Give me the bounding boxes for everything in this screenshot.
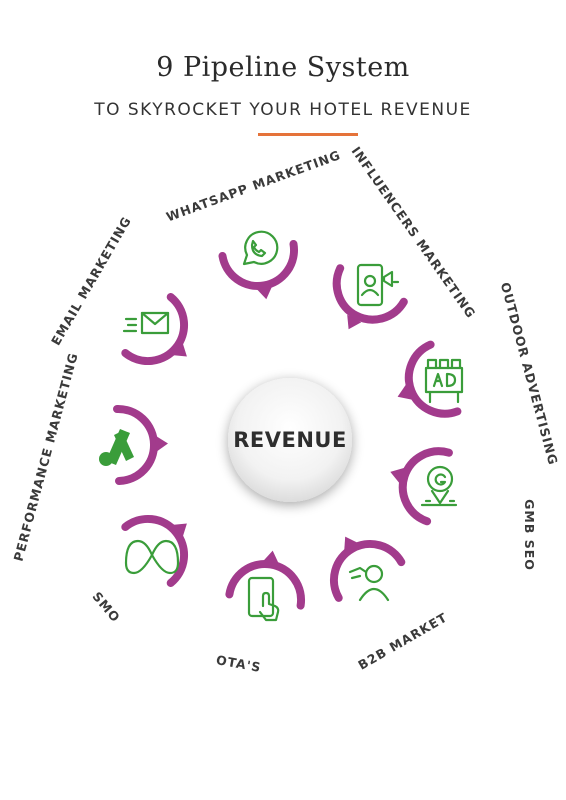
pipeline-arc [113,404,158,485]
meta-logo-icon [124,539,180,575]
pipeline-label: GMB SEO [522,499,537,571]
pipeline-label: EMAIL MARKETING [48,214,134,348]
pipeline-node: WHATSAPP MARKETING [164,147,343,300]
pipeline-pointer [256,286,273,300]
page-subtitle: TO SKYROCKET YOUR HOTEL REVENUE [94,100,472,120]
pipeline-arc [398,447,453,526]
influencer-icon [356,263,400,307]
phone-touch-icon [247,576,280,622]
pipeline-pointer [172,523,187,538]
pipeline-pointer [344,536,359,551]
title-divider [258,133,358,136]
pipeline-label: OTA'S [215,652,263,675]
pipeline-node: EMAIL MARKETING [48,214,188,366]
pipeline-pointer [263,550,279,564]
pipeline-pointer [347,314,362,330]
pipeline-label: INFLUENCERS MARKETING [348,144,478,321]
handshake-person-icon [348,564,390,602]
pipeline-node: B2B MARKET [329,536,450,673]
google-ads-icon [99,429,134,466]
pipeline-arc [329,539,406,602]
revenue-label: REVENUE [233,428,347,452]
pipeline-node: INFLUENCERS MARKETING [332,144,479,330]
google-map-pin-icon [420,465,458,507]
pipeline-pointer [172,342,187,357]
pipeline-node: GMB SEO [390,447,537,571]
pipeline-pointer [397,384,412,400]
pipeline-label: SMO [89,589,123,626]
whatsapp-icon [242,230,279,266]
pipeline-node: OTA'S [215,550,306,675]
pipeline-arc [404,340,462,418]
page-title: 9 Pipeline System [156,52,410,83]
pipeline-label: WHATSAPP MARKETING [164,147,343,224]
pipeline-label: B2B MARKET [355,609,450,672]
pipeline-pointer [155,435,168,452]
pipeline-node: PERFORMANCE MARKETING [11,351,168,563]
billboard-ad-icon [424,358,464,404]
pipeline-arc [121,514,188,587]
pipeline-pointer [390,467,405,484]
pipeline-arc [225,560,306,610]
pipeline-label: OUTDOOR ADVERTISING [498,281,561,467]
pipeline-arc [332,264,408,324]
pipeline-node: OUTDOOR ADVERTISING [397,281,561,467]
email-icon [122,311,170,335]
pipeline-arc [121,293,188,366]
pipeline-node: SMO [89,514,188,626]
pipeline-arc [218,240,298,290]
revenue-center: REVENUE [228,378,352,502]
pipeline-label: PERFORMANCE MARKETING [11,351,81,563]
revenue-circle [228,378,352,502]
